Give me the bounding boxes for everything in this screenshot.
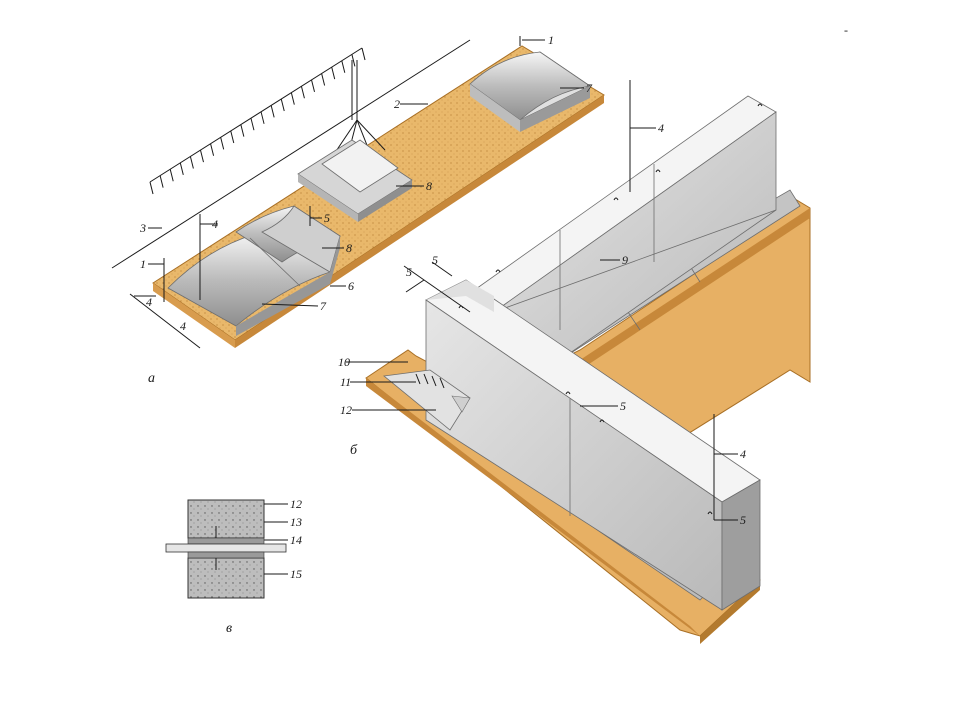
hatch-tick — [280, 98, 285, 112]
label-8-left: 8 — [346, 241, 352, 255]
hatch-tick — [321, 73, 326, 86]
label-4-a: 4 — [212, 217, 218, 231]
hatch-tick — [290, 92, 295, 105]
hatch-tick — [270, 105, 275, 118]
subfigure-label-c: в — [226, 621, 232, 636]
label-15: 15 — [290, 567, 302, 581]
label-14: 14 — [290, 533, 302, 547]
hatch-tick — [250, 118, 255, 131]
label-1-left: 1 — [140, 257, 146, 271]
hatch-tick — [331, 67, 336, 80]
hatch-tick — [169, 169, 174, 182]
label-7-top: 7 — [586, 81, 593, 95]
label-5-b-mid: 5 — [620, 399, 626, 413]
label-13: 13 — [290, 515, 302, 529]
label-7-bottom: 7 — [320, 299, 327, 313]
label-3: 3 — [139, 221, 146, 235]
mortar-layer-lower — [187, 551, 265, 559]
label-9: 9 — [622, 253, 628, 267]
label-5-b-right: 5 — [740, 513, 746, 527]
lower-block-section — [187, 557, 265, 599]
slope-hatching — [111, 39, 471, 269]
subfigure-c: 12 13 14 15 в — [165, 497, 302, 636]
leaders-b — [346, 80, 738, 521]
label-4-b-right: 4 — [740, 447, 746, 461]
lifting-loops — [458, 103, 763, 515]
hatch-tick — [189, 156, 194, 169]
dim-top-a: 5 — [406, 265, 412, 279]
subfigure-a: 1 2 7 8 3 4 5 8 1 6 7 4 4 а — [111, 33, 605, 386]
corner-mark: - — [844, 23, 848, 37]
label-5-a: 5 — [324, 211, 330, 225]
dim-left-b: 4 — [180, 319, 186, 333]
leaders-a — [129, 36, 584, 349]
label-12-b: 12 — [340, 403, 352, 417]
label-10: 10 — [338, 355, 350, 369]
label-1-top: 1 — [548, 33, 554, 47]
subfigure-b: 4 9 5 5 10 11 12 5 4 5 б — [338, 80, 811, 644]
hatch-tick — [351, 54, 356, 67]
hatch-tick — [220, 137, 225, 150]
suspended-block — [297, 60, 413, 222]
subfigure-label-b: б — [350, 443, 358, 458]
mortar-layer-upper — [187, 537, 265, 545]
wall-long — [465, 95, 777, 361]
hatch-tick — [230, 130, 235, 144]
label-6: 6 — [348, 279, 354, 293]
upper-block-section — [187, 499, 265, 539]
label-12-c: 12 — [290, 497, 302, 511]
label-11: 11 — [340, 375, 351, 389]
hatch-tick — [210, 143, 215, 156]
hatch-tick — [341, 60, 346, 73]
label-8-mid: 8 — [426, 179, 432, 193]
hatch-tick — [199, 149, 204, 163]
hatch-tick — [179, 162, 184, 175]
subfigure-label-a: а — [148, 371, 155, 386]
reinforcement-mesh — [165, 543, 287, 553]
hatch-tick — [159, 175, 164, 188]
label-2: 2 — [394, 97, 400, 111]
wall-short — [425, 279, 761, 611]
hatch-tick — [240, 124, 245, 137]
corner-detail — [383, 369, 471, 431]
hatch-tick — [361, 47, 366, 61]
cushion-block-left — [167, 205, 341, 336]
dim-top-b: 5 — [432, 253, 438, 267]
hatch-tick — [149, 181, 154, 195]
hatch-tick — [300, 86, 305, 99]
hatch-tick — [311, 79, 316, 93]
hatch-tick — [260, 111, 265, 124]
dim-left-a: 4 — [146, 295, 152, 309]
cushion-block-top — [469, 51, 592, 132]
label-4-b-top: 4 — [658, 121, 664, 135]
